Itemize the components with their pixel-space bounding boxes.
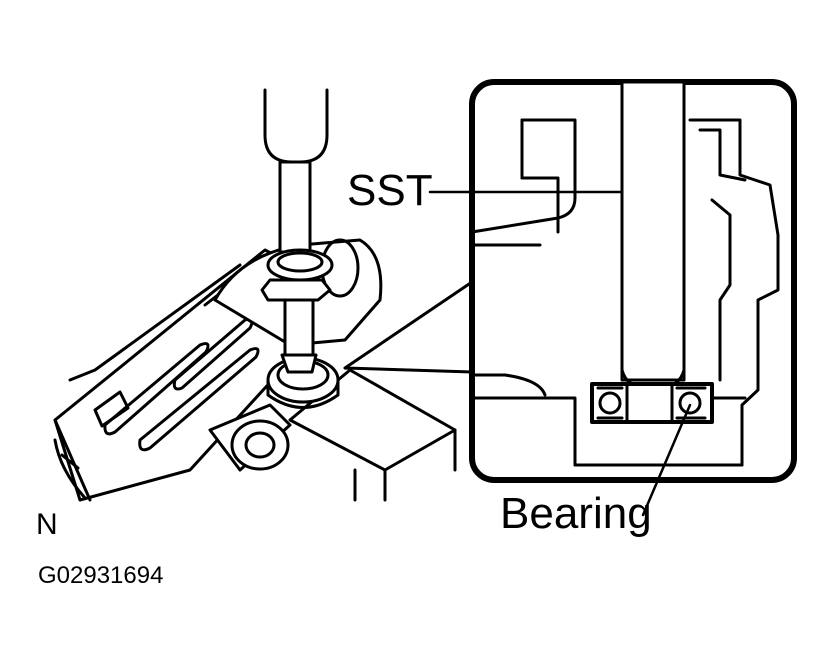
- sst-tool-left: [260, 88, 334, 374]
- sst-label: SST: [347, 166, 433, 215]
- callout-pointer: [343, 280, 474, 374]
- support-block: [288, 368, 457, 502]
- figure-id: G02931694: [38, 562, 164, 589]
- view-code: N: [36, 508, 58, 541]
- bearing-label: Bearing: [500, 489, 652, 538]
- detail-callout-box: [469, 79, 797, 483]
- bearing-leader-line: [641, 403, 692, 517]
